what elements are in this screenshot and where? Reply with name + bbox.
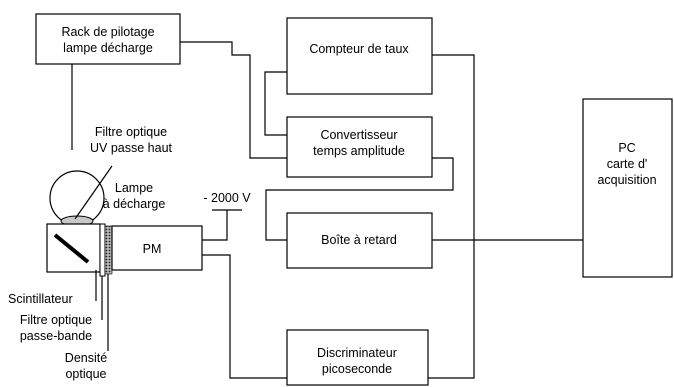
annotation-lines bbox=[74, 165, 113, 351]
pm-box: PM bbox=[111, 225, 203, 271]
discharge-lamp bbox=[49, 170, 105, 227]
pc-label-line2: carte d' bbox=[607, 157, 648, 171]
connection-wires bbox=[71, 41, 583, 379]
pc-label-line1: PC bbox=[618, 141, 635, 155]
rack-box: Rack de pilotage lampe décharge bbox=[35, 13, 181, 65]
bandpass-filter-shape bbox=[99, 223, 106, 277]
discriminateur-label-line2: picoseconde bbox=[322, 362, 392, 376]
pm-label: PM bbox=[143, 242, 162, 256]
scintillator-block bbox=[46, 223, 113, 277]
high-voltage-label: - 2000 V bbox=[203, 191, 251, 205]
uv-filter-label-line2: UV passe haut bbox=[90, 141, 173, 155]
compteur-box: Compteur de taux bbox=[286, 17, 433, 95]
rack-label-line1: Rack de pilotage bbox=[61, 25, 154, 39]
rack-label-line2: lampe décharge bbox=[63, 41, 153, 55]
uv-filter-label-line1: Filtre optique bbox=[95, 125, 167, 139]
pc-box: PC carte d' acquisition bbox=[582, 98, 673, 278]
discriminateur-label-line1: Discriminateur bbox=[317, 346, 397, 360]
convertisseur-box: Convertisseur temps amplitude bbox=[286, 116, 433, 178]
optical-density-label-line2: optique bbox=[65, 367, 106, 381]
convertisseur-label-line2: temps amplitude bbox=[313, 144, 405, 158]
optical-density-label-line1: Densité bbox=[65, 351, 107, 365]
boite-box: Boîte à retard bbox=[286, 212, 433, 269]
lamp-label-line2: à décharge bbox=[103, 197, 166, 211]
convertisseur-label-line1: Convertisseur bbox=[320, 128, 397, 142]
optical-density-shape bbox=[104, 225, 113, 275]
lamp-label-line1: Lampe bbox=[115, 181, 153, 195]
scintillator-label: Scintillateur bbox=[8, 292, 73, 306]
discriminateur-box: Discriminateur picoseconde bbox=[286, 329, 429, 386]
bandpass-filter-label-line2: passe-bande bbox=[20, 329, 92, 343]
compteur-label: Compteur de taux bbox=[309, 42, 409, 56]
bandpass-filter-label-line1: Filtre optique bbox=[20, 313, 92, 327]
boite-label: Boîte à retard bbox=[321, 233, 397, 247]
pc-label-line3: acquisition bbox=[597, 173, 656, 187]
